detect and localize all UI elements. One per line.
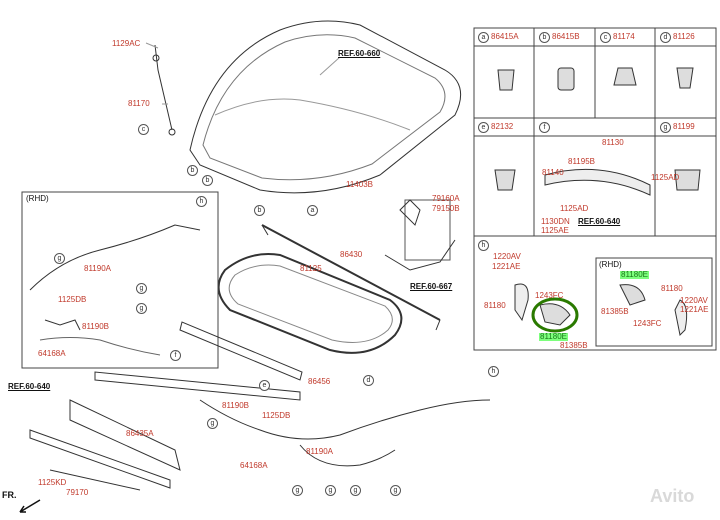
cell-c-label: 81174 (613, 32, 635, 41)
rhd-label-left: (RHD) (26, 194, 49, 203)
cell-g-label: 81199 (673, 122, 695, 131)
cell-e-label: 82132 (491, 122, 514, 131)
callout-g-main4: g (350, 485, 361, 496)
label-1243FC: 1243FC (535, 291, 564, 300)
callout-g-rhd3: g (136, 303, 147, 314)
label-81140: 81140 (542, 168, 564, 177)
label-81385B-rhd: 81385B (601, 307, 629, 316)
cell-a-label: 86415A (491, 32, 519, 41)
label-79170: 79170 (66, 488, 89, 497)
seal-ring (217, 253, 403, 354)
front-arrow-icon (19, 499, 41, 513)
cell-b-callout: b (539, 32, 550, 43)
callout-g-main5: g (390, 485, 401, 496)
callout-f: f (170, 350, 181, 361)
label-1220AV: 1220AV (493, 252, 521, 261)
label-1130DN: 1130DN (541, 217, 570, 226)
label-79160A: 79160A (432, 194, 460, 203)
label-81190B-rhd: 81190B (82, 322, 109, 331)
cell-b-label: 86415B (552, 32, 580, 41)
cell-d-label: 81126 (673, 32, 695, 41)
callout-b3: b (254, 205, 265, 216)
label-81180-rhd: 81180 (661, 284, 683, 293)
label-81190B: 81190B (222, 401, 249, 410)
highlight-ring (531, 297, 579, 333)
label-1125DB-rhd: 1125DB (58, 295, 87, 304)
label-81180: 81180 (484, 301, 506, 310)
label-86435A: 86435A (126, 429, 154, 438)
label-81195B: 81195B (568, 157, 595, 166)
label-1125DB: 1125DB (262, 411, 291, 420)
rhd-label-right: (RHD) (599, 260, 622, 269)
label-86430: 86430 (340, 250, 363, 259)
cell-f-callout: f (539, 122, 550, 133)
label-81170: 81170 (128, 99, 150, 108)
label-79150B: 79150B (432, 204, 460, 213)
callout-g-main1: g (207, 418, 218, 429)
label-1125KD: 1125KD (38, 478, 67, 487)
cell-g-callout: g (660, 122, 671, 133)
ref-bumper: REF.60-640 (8, 382, 51, 391)
ref-hood: REF.60-660 (338, 49, 381, 58)
label-11403B: 11403B (346, 180, 373, 189)
label-81125: 81125 (300, 264, 322, 273)
callout-b-hood: b (187, 165, 198, 176)
label-1220AV-rhd: 1220AV (680, 296, 708, 305)
label-81180E-rhd: 81180E (620, 270, 649, 279)
callout-g-main3: g (325, 485, 336, 496)
label-1125AD-a: 1125AD (651, 173, 680, 182)
watermark-logo: Avito (650, 486, 695, 506)
hood-outline (189, 20, 462, 194)
label-1221AE: 1221AE (492, 262, 521, 271)
label-81190A: 81190A (306, 447, 333, 456)
callout-h-rhd: h (196, 196, 207, 207)
cell-a-callout: a (478, 32, 489, 43)
callout-g-rhd1: g (54, 253, 65, 264)
ref-latch: REF.60-667 (410, 282, 453, 291)
callout-c: c (138, 124, 149, 135)
callout-g-main2: g (292, 485, 303, 496)
label-1125AD-b: 1125AD (560, 204, 589, 213)
label-1125AE: 1125AE (541, 226, 569, 235)
ref-cell-f: REF.60-640 (578, 217, 621, 226)
hood-inner (202, 34, 446, 181)
callout-a: a (307, 205, 318, 216)
callout-b2-hood: b (202, 175, 213, 186)
front-direction-label: FR. (2, 490, 17, 500)
callout-e: e (259, 380, 270, 391)
label-1243FC-rhd: 1243FC (633, 319, 662, 328)
label-1221AE-rhd: 1221AE (680, 305, 709, 314)
label-64168A-rhd: 64168A (38, 349, 66, 358)
label-81130: 81130 (602, 138, 624, 147)
seal-bar (261, 224, 441, 321)
cell-c-callout: c (600, 32, 611, 43)
callout-g-rhd2: g (136, 283, 147, 294)
cell-d-callout: d (660, 32, 671, 43)
label-81385B: 81385B (560, 341, 588, 350)
callout-h-main: h (488, 366, 499, 377)
cell-e-callout: e (478, 122, 489, 133)
label-86456: 86456 (308, 377, 331, 386)
bumper-beam (69, 399, 181, 471)
label-1129AC: 1129AC (112, 39, 141, 48)
label-81180E-highlight: 81180E (539, 332, 568, 341)
label-64168A: 64168A (240, 461, 268, 470)
callout-d: d (363, 375, 374, 386)
label-81190A-rhd: 81190A (84, 264, 111, 273)
cell-h-callout: h (478, 240, 489, 251)
